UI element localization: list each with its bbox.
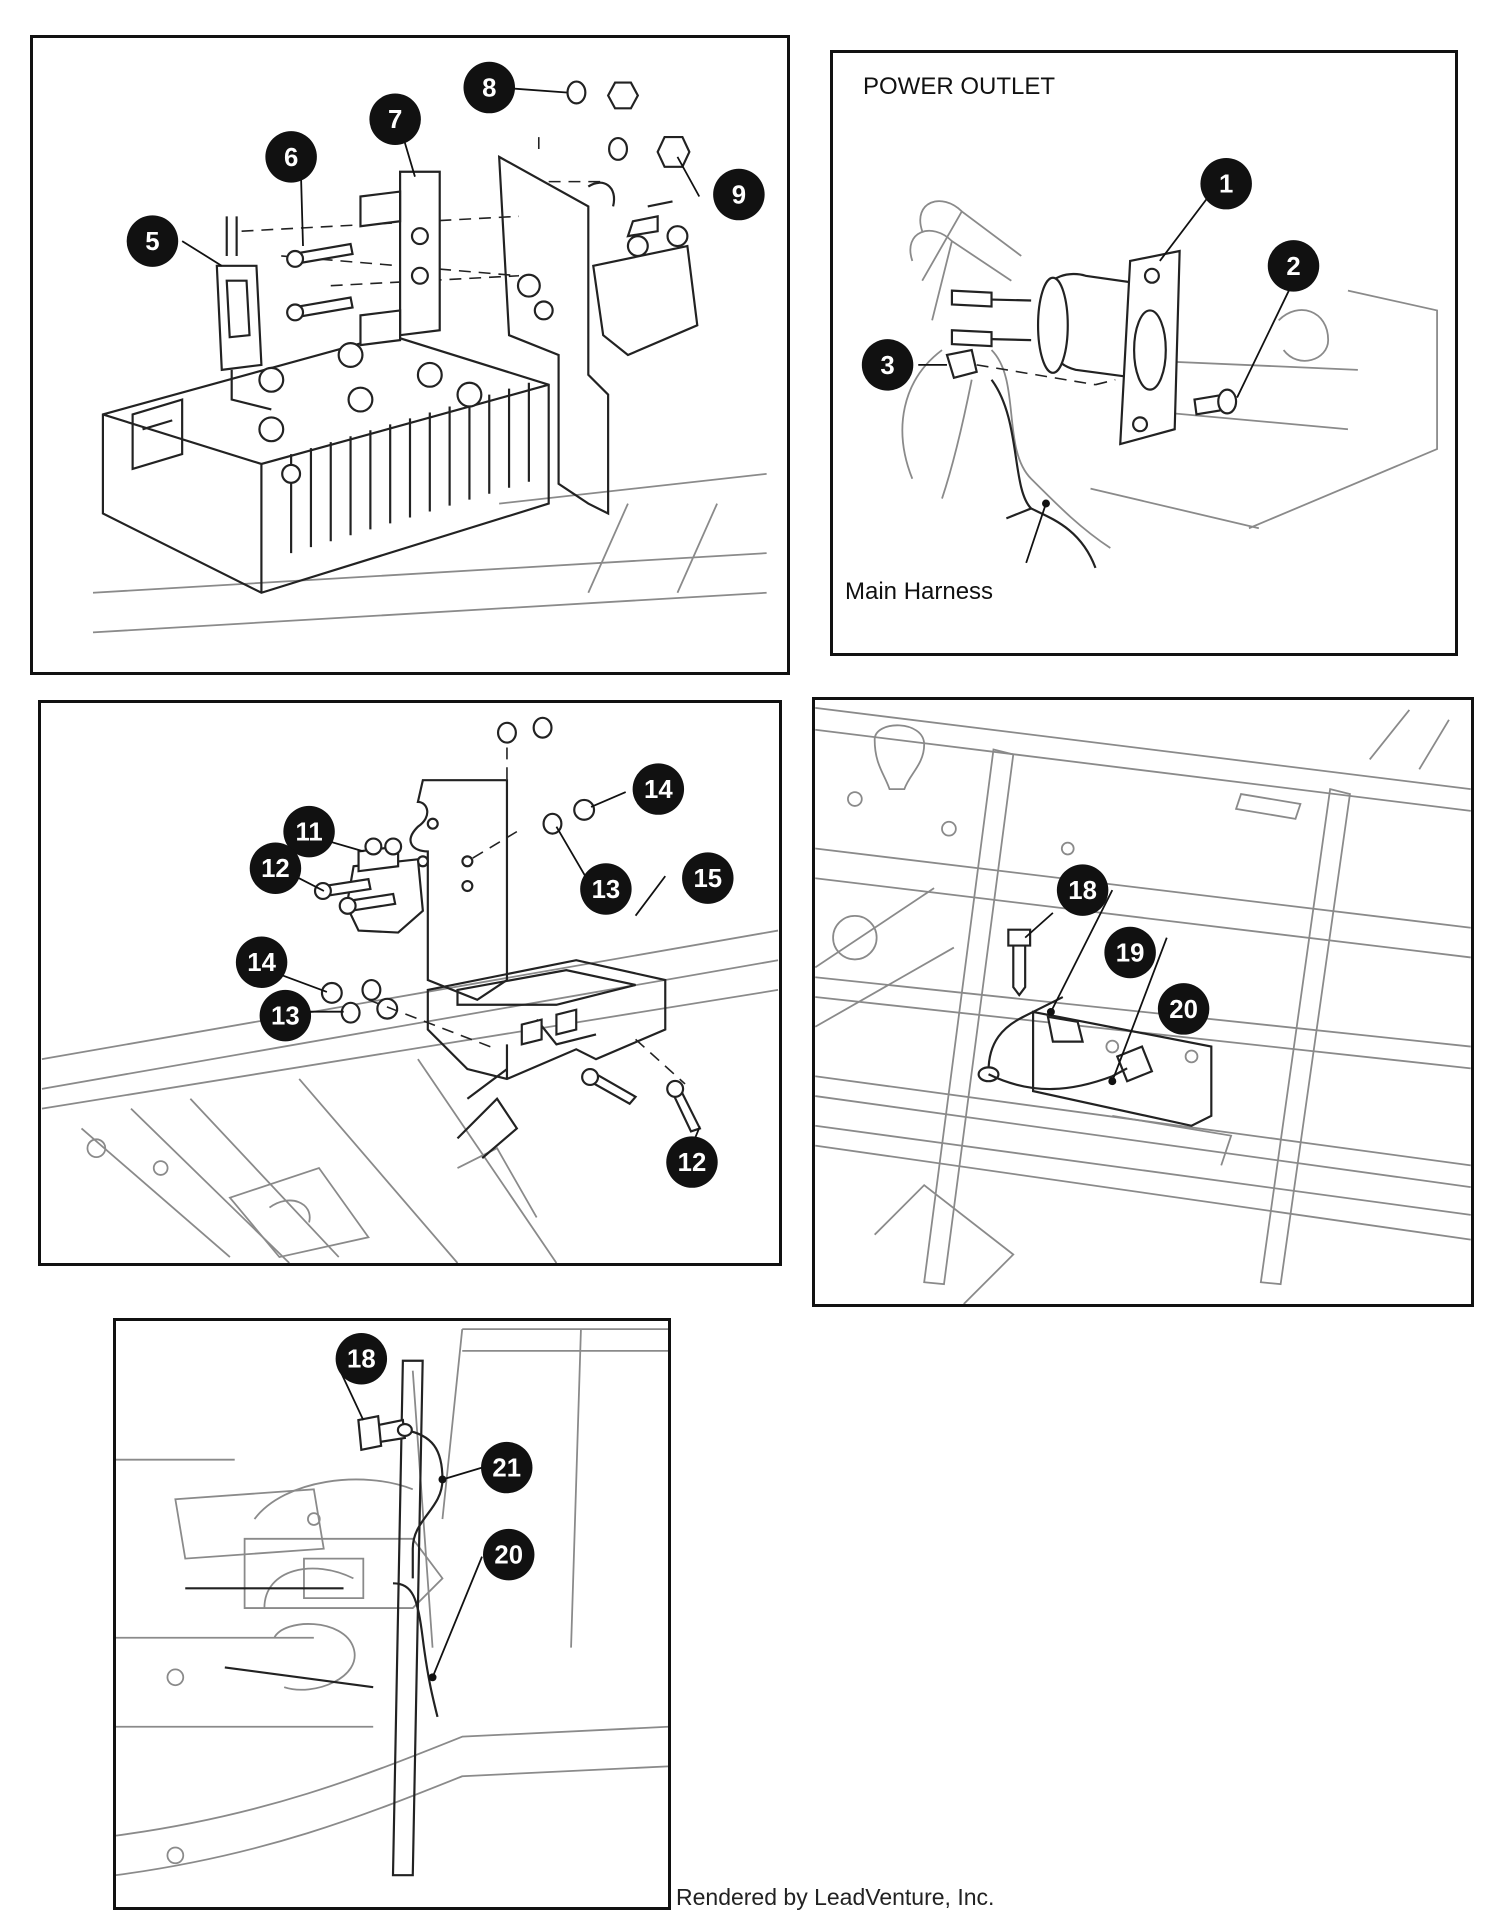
callout-6: 6 bbox=[265, 131, 317, 183]
svg-text:11: 11 bbox=[295, 819, 322, 847]
callout-2: 2 bbox=[1267, 240, 1320, 292]
callout-15: 15 bbox=[682, 852, 734, 904]
svg-text:5: 5 bbox=[145, 228, 159, 256]
solenoid-bracket-drawing: 11 12 13 14 15 12 14 13 bbox=[41, 716, 779, 1263]
svg-text:18: 18 bbox=[1068, 877, 1097, 905]
svg-text:18: 18 bbox=[347, 1346, 376, 1374]
callout-7: 7 bbox=[369, 93, 421, 145]
svg-text:7: 7 bbox=[388, 106, 402, 134]
svg-text:15: 15 bbox=[694, 865, 723, 893]
footer-credit: Rendered by LeadVenture, Inc. bbox=[676, 1884, 995, 1910]
callout-20: 20 bbox=[483, 1528, 535, 1581]
svg-text:12: 12 bbox=[678, 1149, 707, 1177]
svg-text:20: 20 bbox=[494, 1542, 523, 1570]
svg-text:6: 6 bbox=[284, 144, 298, 172]
svg-text:12: 12 bbox=[261, 855, 290, 883]
callout-9: 9 bbox=[713, 168, 765, 221]
svg-text:8: 8 bbox=[482, 74, 496, 102]
callout-12-upper: 12 bbox=[249, 842, 302, 894]
svg-text:13: 13 bbox=[271, 1003, 300, 1031]
panel-title: POWER OUTLET bbox=[863, 73, 1056, 100]
callout-18: 18 bbox=[335, 1333, 388, 1385]
engine-ground-drawing: 18 21 20 bbox=[116, 1328, 668, 1877]
svg-text:14: 14 bbox=[644, 776, 673, 804]
panel-engine-ground: 18 21 20 bbox=[113, 1318, 671, 1910]
svg-text:19: 19 bbox=[1116, 939, 1145, 967]
svg-text:21: 21 bbox=[492, 1454, 521, 1482]
frame-ground-drawing: 18 19 20 bbox=[815, 707, 1471, 1304]
callout-11: 11 bbox=[283, 805, 335, 858]
panel-power-outlet: 1 2 3 POWER OUTLET Main Harness bbox=[830, 50, 1458, 656]
callout-14-lower: 14 bbox=[235, 936, 288, 988]
callout-21: 21 bbox=[481, 1441, 533, 1494]
callout-5: 5 bbox=[126, 215, 179, 267]
panel-solenoid-bracket: 11 12 13 14 15 12 14 13 bbox=[38, 700, 782, 1266]
main-harness-label: Main Harness bbox=[845, 578, 994, 605]
svg-text:20: 20 bbox=[1169, 996, 1198, 1024]
svg-text:14: 14 bbox=[247, 949, 276, 977]
power-outlet-drawing: 1 2 3 bbox=[861, 157, 1438, 569]
controller-fuse-drawing: 5 6 7 8 9 bbox=[92, 61, 767, 634]
callout-3: 3 bbox=[861, 339, 914, 391]
callout-13-upper: 13 bbox=[580, 863, 632, 915]
panel-controller-fuse: 5 6 7 8 9 bbox=[30, 35, 790, 675]
callout-18: 18 bbox=[1056, 864, 1109, 916]
callout-13-lower: 13 bbox=[259, 989, 312, 1042]
svg-text:1: 1 bbox=[1219, 171, 1233, 199]
callout-12-lower: 12 bbox=[666, 1136, 718, 1188]
callout-20: 20 bbox=[1157, 983, 1210, 1035]
svg-text:9: 9 bbox=[732, 181, 746, 209]
callout-8: 8 bbox=[463, 61, 516, 114]
svg-text:13: 13 bbox=[592, 876, 621, 904]
callout-14-upper: 14 bbox=[632, 763, 685, 815]
panel-frame-ground: 18 19 20 bbox=[812, 697, 1474, 1307]
svg-text:2: 2 bbox=[1286, 253, 1300, 281]
svg-text:3: 3 bbox=[880, 352, 894, 380]
callout-19: 19 bbox=[1104, 926, 1156, 979]
callout-1: 1 bbox=[1200, 157, 1252, 210]
